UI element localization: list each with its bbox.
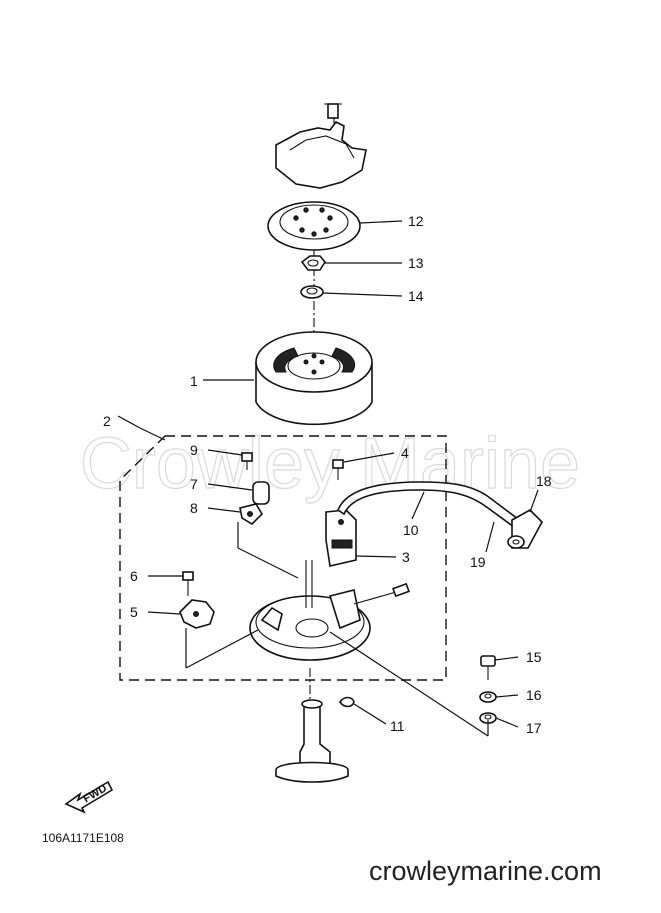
fwd-arrow-icon: FWD	[64, 780, 114, 814]
upper-bracket	[275, 103, 367, 189]
callout-17: 17	[526, 720, 542, 736]
diagram-code: 106A1171E108	[42, 831, 124, 845]
hex-nut	[300, 255, 326, 271]
callout-3: 3	[402, 549, 410, 565]
pulser-coil	[325, 509, 357, 567]
callout-7: 7	[190, 476, 198, 492]
callout-4: 4	[401, 445, 409, 461]
callout-10: 10	[403, 522, 419, 538]
callout-14: 14	[408, 288, 424, 304]
cap-7	[252, 481, 270, 505]
callout-8: 8	[190, 500, 198, 516]
plug-cap-18	[507, 509, 543, 549]
crankshaft	[275, 699, 349, 783]
site-footer: crowleymarine.com	[369, 856, 602, 886]
callout-1: 1	[190, 373, 198, 389]
assembly-outline	[119, 435, 447, 681]
callout-19: 19	[470, 554, 486, 570]
callout-6: 6	[130, 568, 138, 584]
flywheel	[255, 331, 373, 426]
fwd-label: FWD	[81, 782, 109, 805]
clamp-8	[239, 503, 264, 526]
callout-15: 15	[526, 649, 542, 665]
watermark: Crowley Marine	[80, 424, 580, 504]
woodruff-key	[339, 696, 355, 708]
callout-9: 9	[190, 442, 198, 458]
screw-6	[182, 571, 194, 596]
rotor-plate	[267, 201, 361, 251]
callout-11: 11	[390, 718, 405, 734]
washer-16	[479, 691, 497, 703]
callout-13: 13	[408, 255, 424, 271]
callout-18: 18	[536, 473, 552, 489]
screw-9	[241, 452, 253, 470]
bracket-5	[179, 599, 215, 629]
screw-4	[332, 459, 344, 480]
callout-16: 16	[526, 687, 542, 703]
callout-2: 2	[103, 413, 111, 429]
lock-washer	[300, 285, 324, 299]
callout-12: 12	[408, 213, 424, 229]
stator-base	[249, 560, 410, 661]
callout-5: 5	[130, 604, 138, 620]
bolt-15	[480, 655, 496, 680]
